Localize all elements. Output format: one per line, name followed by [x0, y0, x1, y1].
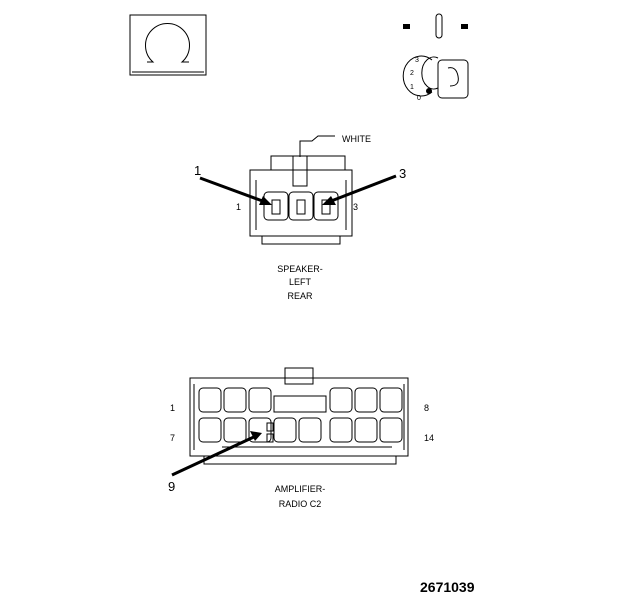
- amplifier-top-row: [198, 387, 403, 413]
- speaker-title-line-1: SPEAKER-: [277, 264, 323, 274]
- speaker-callout-1: 1: [194, 163, 201, 178]
- ignition-position-3: 3: [415, 57, 419, 64]
- connector-color-label: WHITE: [342, 134, 371, 144]
- amplifier-callout-9: 9: [168, 479, 175, 494]
- speaker-pin-label-1: 1: [236, 202, 241, 212]
- amplifier-pin-label-14: 14: [424, 433, 434, 443]
- speaker-callout-3: 3: [399, 166, 406, 181]
- ignition-position-1: 1: [410, 84, 414, 91]
- ignition-position-2: 2: [410, 70, 414, 77]
- amplifier-connector: 9 1 8 7 14: [168, 367, 434, 494]
- amplifier-title-line-2: RADIO C2: [279, 499, 322, 509]
- ignition-switch-icon: 3 2 1 0: [402, 13, 469, 102]
- amplifier-pin-label-7: 7: [170, 433, 175, 443]
- speaker-title-line-3: REAR: [287, 291, 313, 301]
- speaker-title-line-2: LEFT: [289, 277, 312, 287]
- speaker-connector-title: SPEAKER- LEFT REAR: [277, 264, 323, 301]
- amplifier-connector-title: AMPLIFIER- RADIO C2: [275, 484, 326, 509]
- speaker-pin-label-3: 3: [353, 202, 358, 212]
- ignition-position-0: 0: [417, 95, 421, 102]
- speaker-connector: WHITE 1 3 1 3: [194, 134, 406, 245]
- amplifier-pin-label-1: 1: [170, 403, 175, 413]
- amplifier-pin-label-8: 8: [424, 403, 429, 413]
- amplifier-title-line-1: AMPLIFIER-: [275, 484, 326, 494]
- ohmmeter-icon: [129, 14, 207, 76]
- figure-number: 2671039: [420, 579, 475, 595]
- amplifier-bottom-row: [198, 417, 403, 443]
